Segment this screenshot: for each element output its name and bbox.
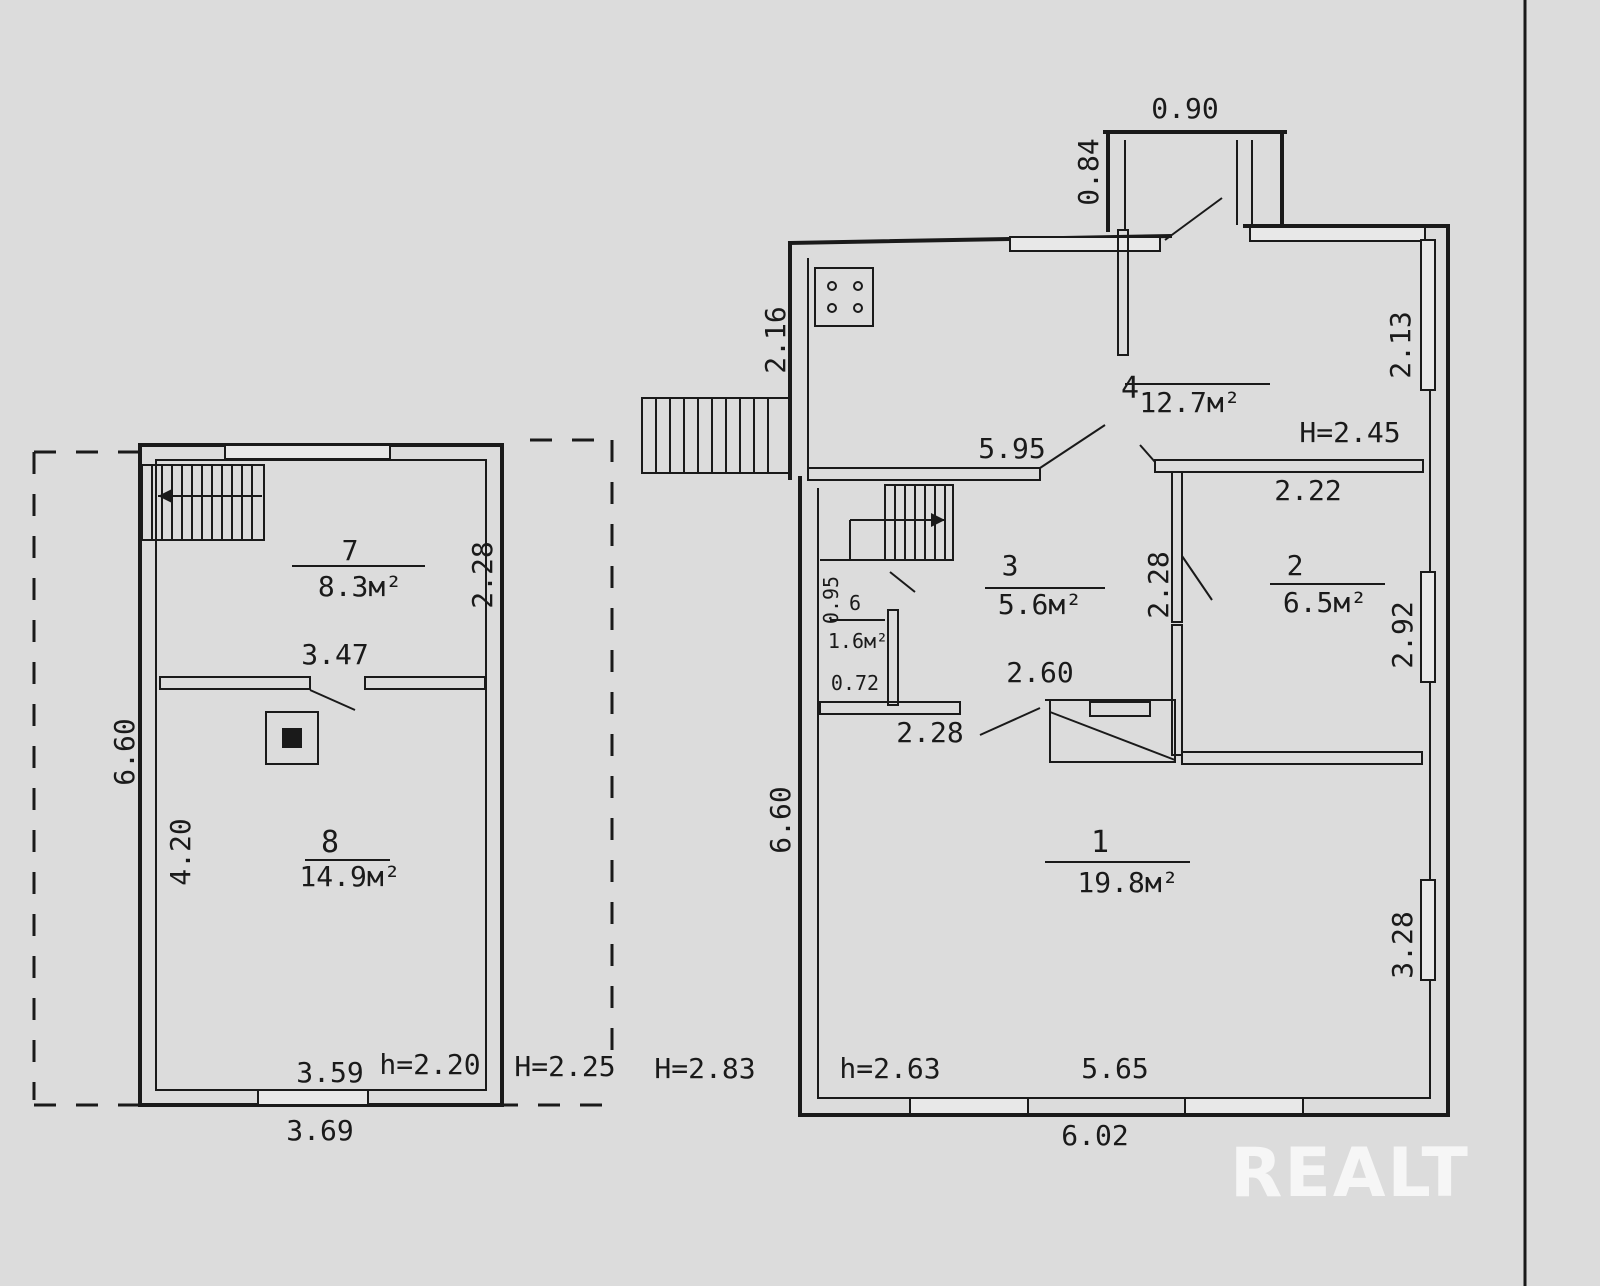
chimney-icon <box>265 711 319 765</box>
door-swing <box>1181 555 1213 601</box>
left-staircase <box>141 464 265 541</box>
room-3-area: 5.6м² <box>998 588 1082 621</box>
room-6-area: 1.6м² <box>828 629 888 653</box>
dim-porch-depth: 0.84 <box>1072 138 1105 205</box>
dim-hall-width: 2.60 <box>1006 656 1073 689</box>
door-swing <box>309 689 356 711</box>
partition-2-top <box>1154 459 1424 473</box>
dim-H-total: H=2.45 <box>1299 416 1400 449</box>
bottom-window-1 <box>909 1097 1029 1115</box>
interior-staircase <box>820 484 954 593</box>
dim-room2-width: 2.22 <box>1274 474 1341 507</box>
left-bottom-window <box>257 1089 369 1106</box>
dim-right-top: 2.13 <box>1384 311 1417 378</box>
room-7-area: 8.3м² <box>318 570 402 603</box>
partition-2-3 <box>1171 624 1183 756</box>
door-swing <box>1139 444 1156 463</box>
dim-inner-width: 5.65 <box>1081 1052 1148 1085</box>
dim-outer-width: 3.69 <box>286 1114 353 1147</box>
dim-left-height: 6.60 <box>764 786 797 853</box>
room-8-number: 8 <box>321 825 339 860</box>
dim-room7-height: 2.28 <box>466 541 499 608</box>
right-window-1 <box>1420 239 1436 391</box>
dim-inner-divider: 3.47 <box>301 638 368 671</box>
dim-ceiling-h: h=2.63 <box>839 1052 940 1085</box>
room-7-number: 7 <box>342 534 359 567</box>
realt-watermark: REALT <box>1230 1134 1470 1213</box>
room-1-number: 1 <box>1091 825 1109 860</box>
dim-room8-height: 4.20 <box>164 818 197 885</box>
left-outer-wall <box>138 443 504 1107</box>
dim-outer-width: 6.02 <box>1061 1119 1128 1152</box>
dim-room2-h: 2.92 <box>1386 601 1419 668</box>
chimney-core <box>282 728 302 748</box>
stove-icon <box>814 267 874 327</box>
dim-height-left: 6.60 <box>108 718 141 785</box>
kitchen-top-window <box>1009 236 1161 252</box>
left-inner-wall <box>155 459 487 1091</box>
dim-H-between: H=2.83 <box>654 1052 755 1085</box>
dim-right-lower: 3.28 <box>1386 911 1419 978</box>
right-plan: 4 12.7м² 3 5.6м² 2 6.5м² 6 1.6м² 0.72 0.… <box>641 92 1450 1152</box>
room-3-number: 3 <box>1002 549 1019 582</box>
door-swing <box>1039 424 1106 469</box>
partition-1-2 <box>1181 751 1423 765</box>
partition-7-8 <box>159 676 311 690</box>
room-6-bottom-wall <box>819 701 961 715</box>
room-4-area: 12.7м² <box>1139 386 1240 419</box>
dim-leader <box>979 707 1041 736</box>
right-inner-wall <box>817 240 1431 1099</box>
right-window-2 <box>1420 571 1436 683</box>
dim-porch-width: 0.90 <box>1151 92 1218 125</box>
dim-ceiling-h: h=2.20 <box>379 1048 480 1081</box>
entry-staircase <box>641 397 791 474</box>
dim-room3-h: 2.28 <box>1142 551 1175 618</box>
dim-kitchen-height: 2.16 <box>759 306 792 373</box>
room-2-area: 6.5м² <box>1283 586 1367 619</box>
dim-room6-small: 0.72 <box>831 671 879 695</box>
porch <box>1103 130 1287 241</box>
room-1-area: 19.8м² <box>1077 866 1178 899</box>
bottom-window-2 <box>1184 1097 1304 1115</box>
left-plan: 7 8.3м² 8 14.9м² 3.47 6.60 4.20 2.28 3.5… <box>32 438 756 1147</box>
room-4-number: 4 <box>1121 371 1139 406</box>
partition-2-3 <box>1171 471 1183 623</box>
partition-4-lower <box>807 467 1041 481</box>
hall-staircase <box>1045 699 1176 763</box>
room-6-wall <box>887 609 899 706</box>
room-8-area: 14.9м² <box>299 860 400 893</box>
top-right-window <box>1249 226 1426 242</box>
room-2-number: 2 <box>1287 549 1304 582</box>
partition-7-8 <box>364 676 486 690</box>
dim-room6-small2: 0.95 <box>819 576 843 624</box>
dim-inner-width: 3.59 <box>296 1056 363 1089</box>
left-top-window <box>224 444 391 460</box>
kitchen-partition <box>1117 229 1129 356</box>
room-6-number: 6 <box>849 591 861 615</box>
dim-bath-width: 2.28 <box>896 716 963 749</box>
right-window-3 <box>1420 879 1436 981</box>
dim-room4-width: 5.95 <box>978 432 1045 465</box>
dim-outer-H: H=2.25 <box>514 1050 615 1083</box>
